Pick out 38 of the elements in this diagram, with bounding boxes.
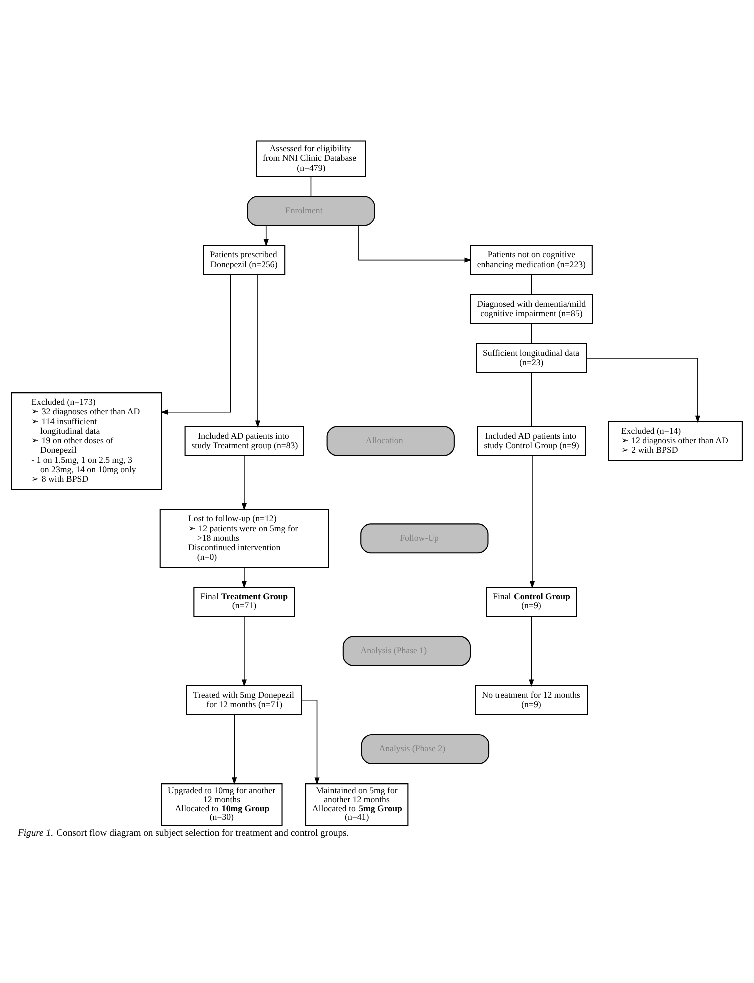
arrow [530,454,536,588]
arrow [264,225,269,246]
node-box: Analysis (Phase 1) [342,636,472,666]
node-box: Final Treatment Group (n=71) [194,586,296,617]
node-box: Excluded (n=14) ➢ 12 diagnosis other than AD ➢ 2 with BPSD [608,420,743,461]
node-box: Excluded (n=173) ➢ 32 diagnoses other than AD ➢ 114 insufficient longitudinal data ➢ 19 on other doses of Donepezil - 1 on 1.5mg, 1 on 2.5 mg, 3 on 23mg, 14 on 10mg only ➢ 8 with BPSD [11,392,162,490]
node-box: Final Control Group (n=9) [486,586,578,617]
node-box: Analysis (Phase 2) [361,734,490,764]
caption: Figure 1. Consort flow diagram on subject selection for treatment and control groups. [18,828,350,839]
connector [531,274,532,295]
arrow [586,358,700,423]
node-box: Sufficient longitudinal data (n=23) [476,342,588,373]
arrow [242,566,247,588]
arrow [529,616,534,687]
arrow [242,454,247,510]
arrow [358,225,472,262]
node-box: Included AD patients into study Treatment group (n=83) [184,426,304,456]
arrow [302,699,320,785]
node-box: Follow-Up [360,523,489,554]
connector [531,323,532,344]
node-box: Lost to follow-up (n=12) ➢ 12 patients were on 5mg for >18 months Discontinued intervention (n=0) [160,508,330,568]
node-box: Patients not on cognitive enhancing medication (n=223) [470,244,593,275]
node-box: No treatment for 12 months (n=9) [475,684,588,715]
node-box: Included AD patients into study Control Group (n=9) [477,426,586,456]
node-box: Assessed for eligibility from NNI Clinic Database (n=479) [256,140,366,177]
connector [310,176,312,197]
arrow [255,274,261,428]
node-box: Diagnosed with dementia/mild cognitive impairment (n=85) [470,294,594,324]
arrow [242,616,247,687]
connector [531,372,532,427]
arrow [160,274,232,414]
node-box: Maintained on 5mg for another 12 months Allocated to 5mg Group (n=41) [305,783,409,826]
node-box: Patients prescribed Donepezil (n=256) [203,244,286,275]
node-box: Upgraded to 10mg for another 12 months Allocated to 10mg Group (n=30) [161,783,283,826]
arrow [232,714,238,784]
node-box: Enrolment [247,196,376,226]
node-box: Allocation [326,426,455,456]
node-box: Treated with 5mg Donepezil for 12 months (n=71) [186,684,302,715]
